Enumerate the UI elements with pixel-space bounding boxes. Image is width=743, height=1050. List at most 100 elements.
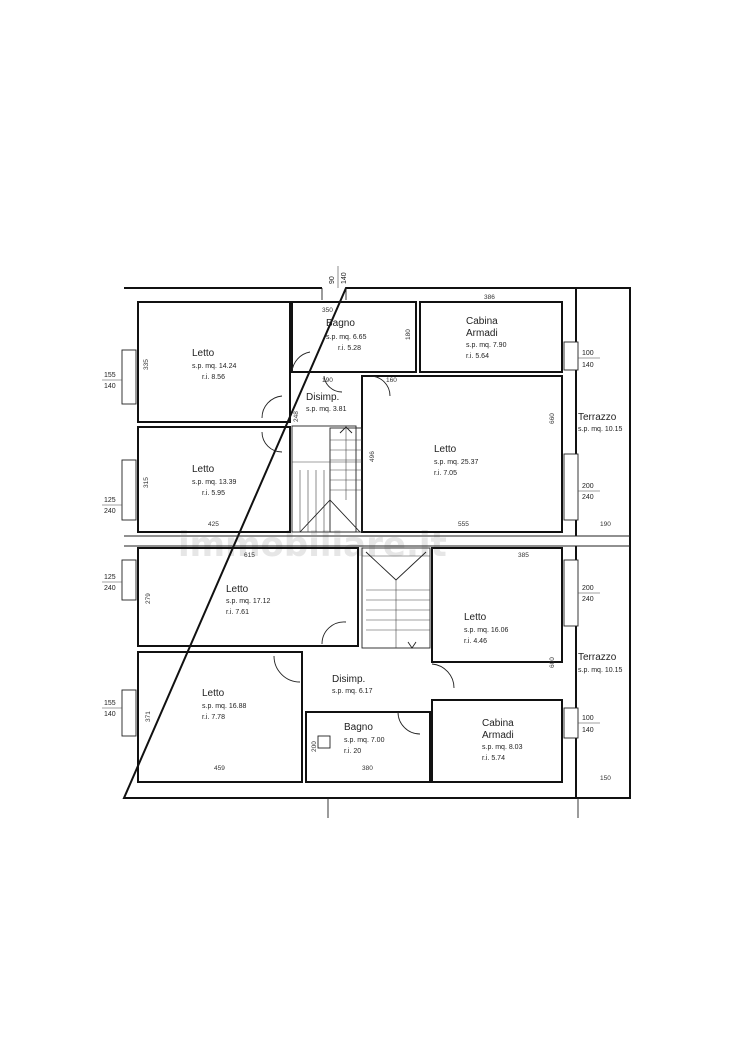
room-letto-3: Letto s.p. mq. 25.37 r.i. 7.05 [434,444,478,477]
window-height: 140 [582,727,594,734]
room-disimp-1: Disimp. s.p. mq. 3.81 [306,392,347,413]
window-width: 125 [104,497,116,504]
dim-371: 371 [145,711,152,722]
room-name: Letto [434,444,457,455]
room-ri: r.i. 7.78 [202,714,225,721]
dim-335: 335 [143,359,150,370]
window-width: 200 [582,585,594,592]
window-label-right-1: 100 140 [578,350,600,369]
dim-248: 248 [293,411,300,422]
room-area: s.p. mq. 7.90 [466,342,507,349]
dim-615: 615 [244,552,255,559]
room-ri: r.i. 7.05 [434,470,457,477]
window-width: 100 [582,350,594,357]
room-name: Letto [464,612,487,623]
room-name: Letto [202,688,225,699]
room-name: Disimp. [332,674,365,685]
dim-150: 150 [600,775,611,782]
rooms-upper [137,301,563,533]
doors-upper [261,351,391,453]
room-area: s.p. mq. 8.03 [482,744,523,751]
room-terrazzo-2: Terrazzo s.p. mq. 10.15 [578,652,622,674]
window-height: 240 [582,596,594,603]
outer-walls [122,287,631,818]
doors-lower [273,621,455,735]
room-name: Bagno [326,318,355,329]
window-label-right-4: 100 140 [578,715,600,734]
room-letto-2: Letto s.p. mq. 13.39 r.i. 5.95 [192,464,236,497]
room-ri: r.i. 7.61 [226,609,249,616]
room-name: Disimp. [306,392,339,403]
dim-190: 190 [322,377,333,384]
window-width: 155 [104,372,116,379]
window-label-left-2: 125 240 [102,497,122,515]
room-name: Letto [226,584,249,595]
window-height: 240 [104,585,116,592]
room-area: s.p. mq. 7.00 [344,737,385,744]
stair-upper [292,426,363,533]
room-name-2: Armadi [466,328,498,339]
dim-180: 180 [405,329,412,340]
room-area: s.p. mq. 17.12 [226,598,270,605]
dim-380: 380 [362,765,373,772]
window-width: 125 [104,574,116,581]
dim-200: 200 [311,741,318,752]
window-width: 155 [104,700,116,707]
room-ri: r.i. 5.95 [202,490,225,497]
window-height: 240 [104,508,116,515]
room-name: Cabina [466,316,498,327]
room-area: s.p. mq. 16.06 [464,627,508,634]
room-name-2: Armadi [482,730,514,741]
dim-160: 160 [386,377,397,384]
window-label-left-1: 155 140 [102,372,122,390]
window-width: 200 [582,483,594,490]
window-height: 140 [582,362,594,369]
room-area: s.p. mq. 10.15 [578,426,622,433]
stair-lower [361,547,431,649]
room-area: s.p. mq. 14.24 [192,363,236,370]
room-disimp-2: Disimp. s.p. mq. 6.17 [332,674,373,695]
dim-555: 555 [458,521,469,528]
dim-279: 279 [145,593,152,604]
room-ri: r.i. 4.46 [464,638,487,645]
room-ri: r.i. 8.56 [202,374,225,381]
rooms-lower [137,547,563,783]
room-name: Terrazzo [578,652,617,663]
room-area: s.p. mq. 3.81 [306,406,347,413]
room-area: s.p. mq. 6.17 [332,688,373,695]
window-label-left-3: 125 240 [102,574,122,592]
room-name: Bagno [344,722,373,733]
room-area: s.p. mq. 10.15 [578,667,622,674]
room-terrazzo-1: Terrazzo s.p. mq. 10.15 [578,412,622,433]
room-letto-5: Letto s.p. mq. 16.06 r.i. 4.46 [464,612,508,645]
room-ri: r.i. 5.74 [482,755,505,762]
window-height: 140 [104,711,116,718]
room-area: s.p. mq. 13.39 [192,479,236,486]
room-name: Cabina [482,718,514,729]
dim-660: 660 [549,413,556,424]
dim-190-b: 190 [600,521,611,528]
room-cabina-2: Cabina Armadi s.p. mq. 8.03 r.i. 5.74 [482,718,523,762]
room-ri: r.i. 5.28 [338,345,361,352]
room-name: Terrazzo [578,412,617,423]
window-label-right-2: 200 240 [578,483,600,501]
window-label-top: 90 140 [329,266,348,288]
room-ri: r.i. 5.64 [466,353,489,360]
room-letto-4: Letto s.p. mq. 17.12 r.i. 7.61 [226,584,270,616]
room-area: s.p. mq. 6.65 [326,334,367,341]
window-label-right-3: 200 240 [578,585,600,603]
room-area: s.p. mq. 16.88 [202,703,246,710]
dim-425: 425 [208,521,219,528]
dim-350: 350 [322,307,333,314]
dim-496: 496 [369,451,376,462]
room-area: s.p. mq. 25.37 [434,459,478,466]
room-letto-6: Letto s.p. mq. 16.88 r.i. 7.78 [202,688,246,721]
dim-600: 600 [549,657,556,668]
dim-459: 459 [214,765,225,772]
dim-315: 315 [143,477,150,488]
dim-385: 385 [518,552,529,559]
dim-386: 386 [484,294,495,301]
window-height: 240 [582,494,594,501]
window-width: 100 [582,715,594,722]
